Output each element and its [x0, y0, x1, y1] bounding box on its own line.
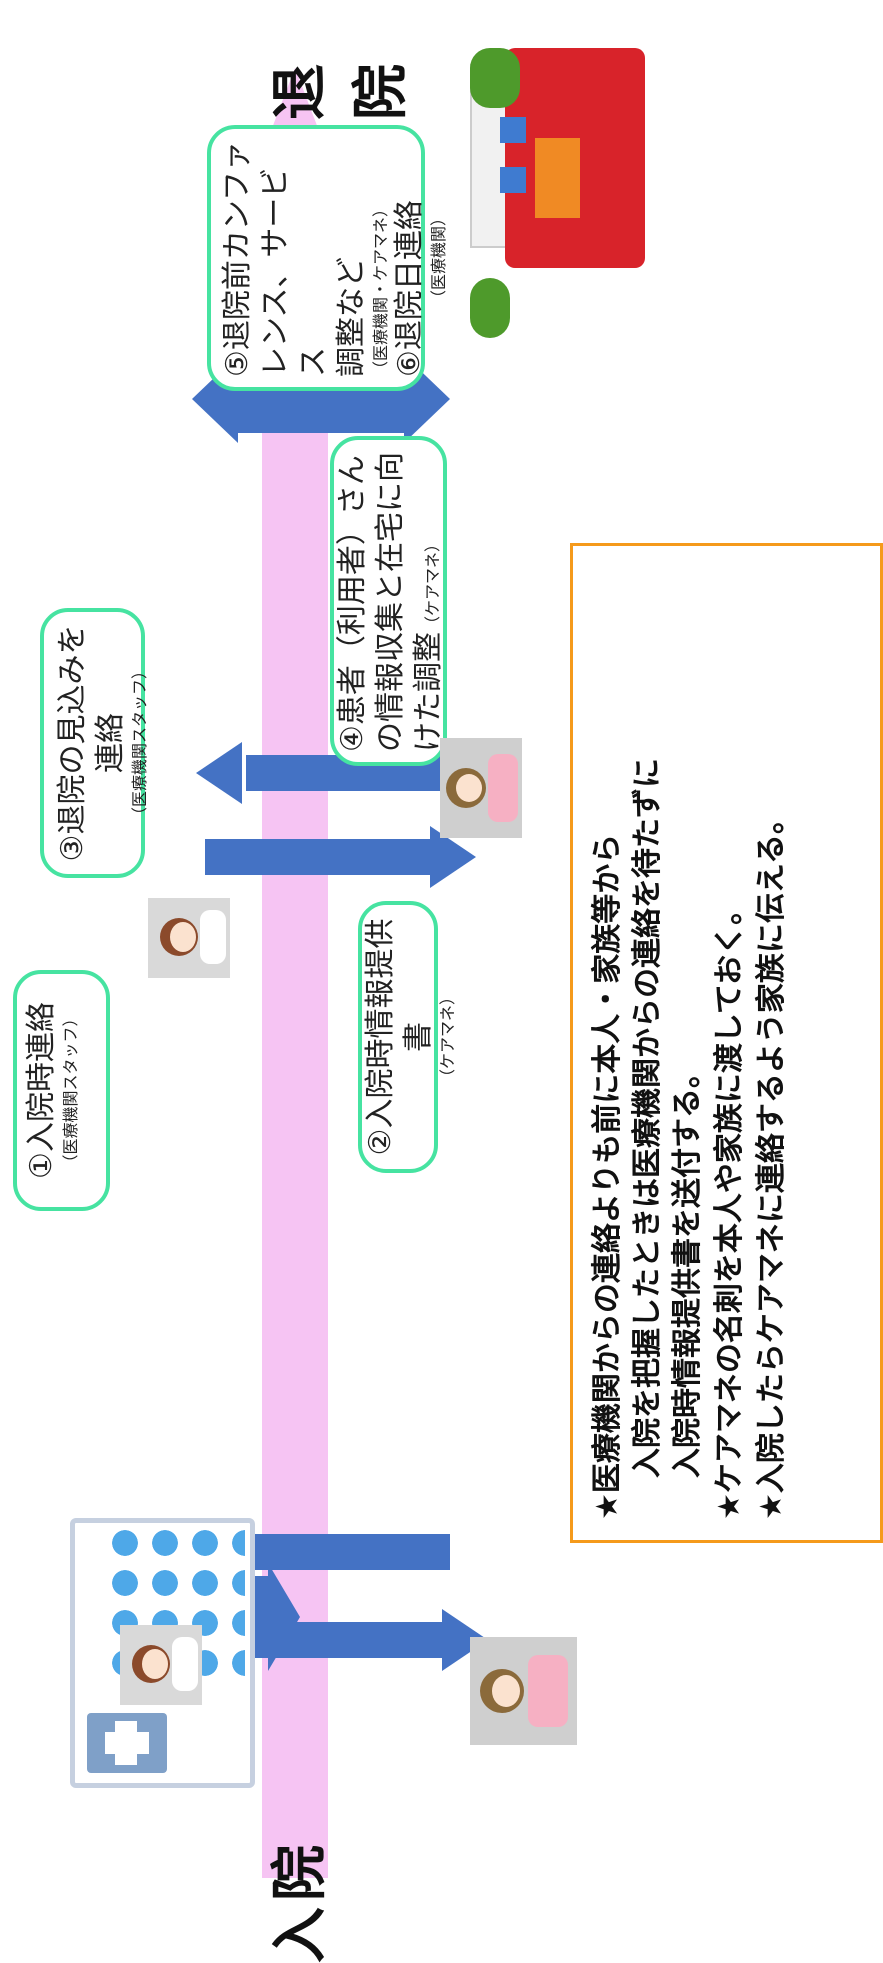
bubble-1-sub: （医療機関スタッフ）	[61, 1010, 80, 1171]
note-4: ★ケアマネの名刺を本人や家族に渡しておく。	[712, 894, 747, 1520]
arrow-1	[222, 1622, 442, 1658]
note-5: ★入院したらケアマネに連絡するよう家族に伝える。	[754, 804, 789, 1520]
note-3: 入院時情報提供書を送付する。	[670, 1058, 705, 1478]
bubble-5-line1: ⑤退院前カンファ	[220, 141, 255, 377]
nurse-icon	[120, 1625, 202, 1705]
note-1: ★医療機関からの連絡よりも前に本人・家族等から	[590, 833, 625, 1520]
arrow-2	[250, 1534, 450, 1570]
bubble-3-sub: （医療機関スタッフ）	[130, 663, 149, 824]
care-manager-icon-2	[440, 738, 522, 838]
bubble-1-main: ①入院時連絡	[24, 1002, 59, 1179]
bubble-2-sub: （ケアマネ）	[438, 989, 457, 1086]
bubble-5-line4: ⑥退院日連絡	[392, 200, 427, 377]
bubble-5-line2: レンス、サービス	[258, 167, 331, 377]
nurse-icon-2	[148, 898, 230, 978]
note-2: 入院を把握したときは医療機関からの連絡を待たずに	[630, 758, 665, 1478]
notes-box: ★医療機関からの連絡よりも前に本人・家族等から 入院を把握したときは医療機関から…	[570, 543, 883, 1543]
bubble-4-line2: の情報収集と在宅に向	[373, 452, 408, 752]
bubble-5-sub: （医療機関・ケアマネ）	[371, 200, 390, 377]
house-icon	[465, 48, 645, 338]
bubble-3: ③退院の見込みを連絡 （医療機関スタッフ）	[40, 608, 149, 878]
bubble-2: ②入院時情報提供書 （ケアマネ）	[358, 901, 457, 1173]
bubble-2-main: ②入院時情報提供書	[363, 918, 436, 1156]
arrow-4-head	[196, 742, 242, 804]
bubble-5-sub2: （医療機関）	[429, 210, 448, 307]
bubble-4-line3: けた調整（ケアマネ）	[411, 535, 446, 752]
bubble-3-main: ③退院の見込みを連絡	[55, 624, 128, 862]
bubble-4: ④患者（利用者）さん の情報収集と在宅に向 けた調整（ケアマネ）	[330, 436, 447, 766]
bubble-5-line3: 調整など	[334, 257, 369, 377]
bubble-4-line1: ④患者（利用者）さん	[335, 455, 370, 752]
bubble-1: ①入院時連絡 （医療機関スタッフ）	[13, 970, 110, 1211]
bubble-5: ⑤退院前カンファ レンス、サービス 調整など （医療機関・ケアマネ） ⑥退院日連…	[207, 125, 448, 391]
arrow-3	[205, 839, 430, 875]
care-manager-icon	[470, 1637, 577, 1745]
